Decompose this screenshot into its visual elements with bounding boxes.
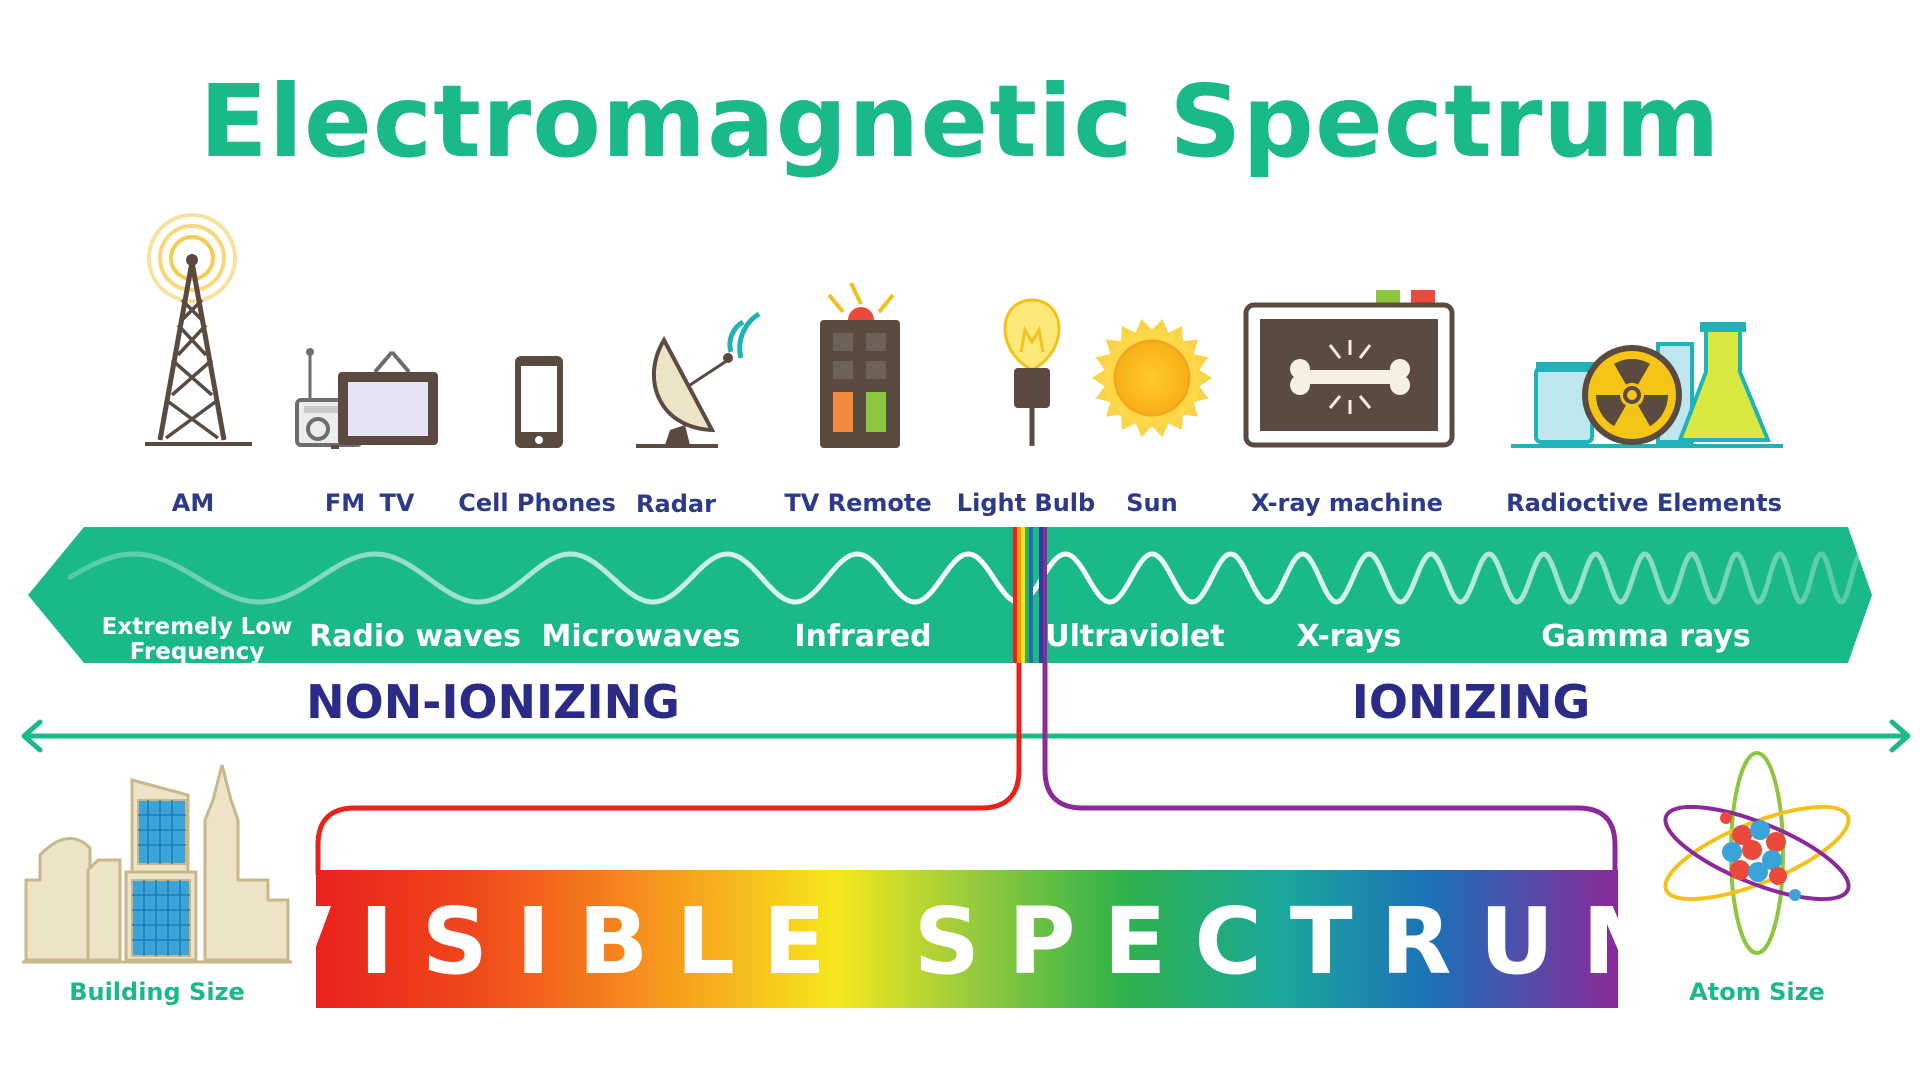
visible-light-stripes — [1013, 527, 1047, 663]
source-label-fm: FM — [325, 489, 365, 517]
visible-spectrum-bar — [316, 870, 1618, 1008]
light-bulb-icon — [1003, 298, 1061, 446]
trefoil-blade — [1614, 358, 1650, 385]
source-label-xray-machine: X-ray machine — [1251, 489, 1443, 517]
atom-icon — [1663, 751, 1851, 955]
source-label-sun: Sun — [1126, 489, 1177, 517]
band-label-elf-line2: Frequency — [130, 639, 265, 665]
non-ionizing-label: NON-IONIZING — [306, 675, 680, 729]
band-label-ultraviolet: Ultraviolet — [1045, 619, 1224, 654]
atom-size-label: Atom Size — [1689, 978, 1825, 1006]
building-size-label: Building Size — [69, 978, 245, 1006]
sun-icon — [1092, 318, 1212, 438]
source-label-cell-phones: Cell Phones — [458, 489, 616, 517]
source-label-tv-remote: TV Remote — [784, 489, 931, 517]
source-label-radioactive: Radioctive Elements — [1506, 489, 1782, 517]
band-label-xrays: X-rays — [1297, 619, 1402, 654]
band-label-radio-waves: Radio waves — [309, 619, 521, 654]
source-label-light-bulb: Light Bulb — [957, 489, 1095, 517]
radio-tower-icon — [145, 213, 252, 446]
spectrum-wave — [67, 551, 1862, 605]
band-label-microwaves: Microwaves — [541, 619, 740, 654]
radar-dish-icon — [636, 311, 761, 448]
source-label-tv: TV — [380, 489, 415, 517]
spectrum-band — [28, 527, 1872, 663]
radioactive-lab-icon — [1511, 322, 1783, 448]
page-title: Electromagnetic Spectrum — [199, 63, 1721, 180]
trefoil-blade — [1638, 395, 1668, 427]
source-label-am: AM — [172, 489, 214, 517]
trefoil-blade — [1596, 395, 1626, 427]
tv-remote-icon — [820, 282, 900, 448]
visible-connector-red — [315, 663, 1022, 875]
band-label-gamma-rays: Gamma rays — [1541, 619, 1751, 654]
buildings-icon — [22, 764, 292, 964]
source-label-radar: Radar — [636, 490, 716, 518]
ionizing-label: IONIZING — [1352, 675, 1591, 729]
band-label-elf-line1: Extremely Low — [102, 614, 293, 640]
visible-spectrum-label: VISIBLE SPECTRUM — [260, 888, 1701, 995]
ionization-double-arrow — [21, 719, 1911, 753]
television-icon — [331, 350, 438, 449]
visible-connector-violet — [1042, 663, 1618, 875]
band-label-infrared: Infrared — [794, 619, 931, 654]
xray-machine-icon — [1243, 290, 1455, 448]
cell-phone-icon — [515, 356, 563, 448]
